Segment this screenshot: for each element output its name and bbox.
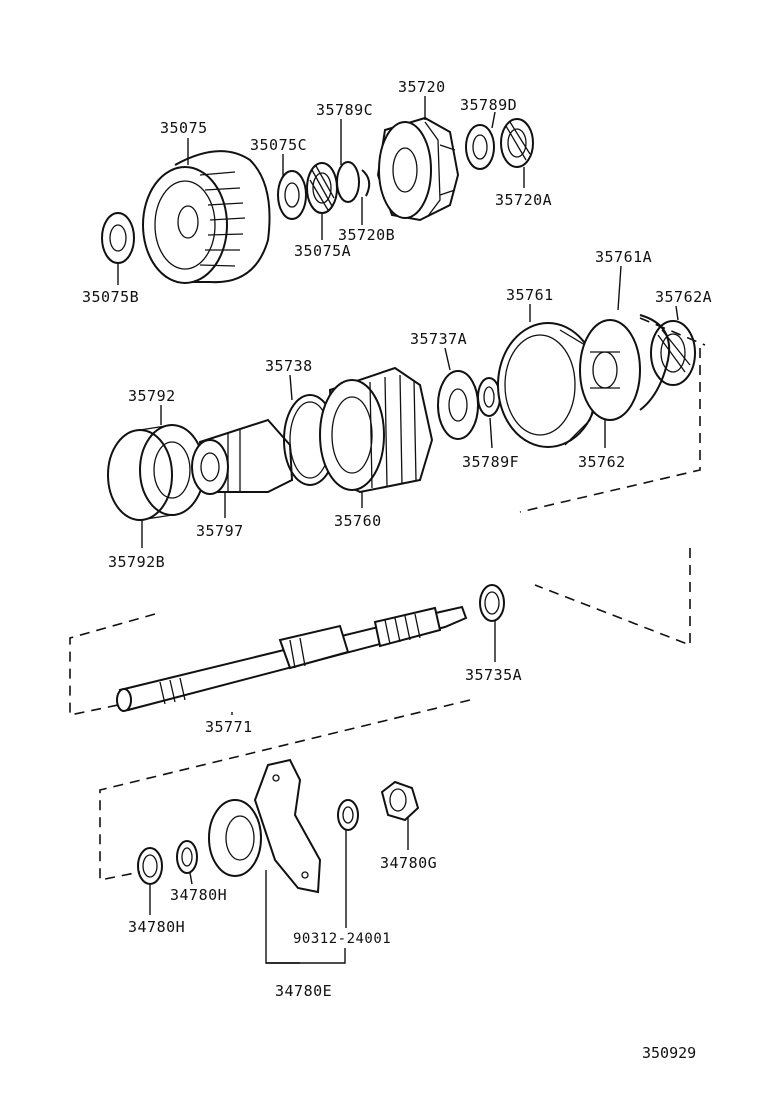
label-35761: 35761 bbox=[506, 286, 554, 304]
label-34780h-right: 34780H bbox=[170, 886, 227, 904]
label-35792: 35792 bbox=[128, 387, 176, 405]
gear-35760 bbox=[319, 366, 434, 494]
label-35789c: 35789C bbox=[316, 101, 373, 119]
ring-35735a bbox=[479, 584, 505, 622]
shaft-35771 bbox=[116, 605, 468, 712]
bearing-35720a bbox=[500, 118, 534, 168]
drum-35075 bbox=[142, 150, 271, 284]
label-35738: 35738 bbox=[265, 357, 313, 375]
washer-35075c bbox=[277, 170, 307, 220]
washer-34780h-right bbox=[176, 840, 198, 874]
label-35720: 35720 bbox=[398, 78, 446, 96]
diagram-reference-number: 350929 bbox=[642, 1044, 696, 1062]
label-34780h-left: 34780H bbox=[128, 918, 185, 936]
label-35797: 35797 bbox=[196, 522, 244, 540]
label-35762: 35762 bbox=[578, 453, 626, 471]
bearing-35792 bbox=[107, 424, 205, 521]
flange-34780e bbox=[208, 758, 322, 894]
label-35720b: 35720B bbox=[338, 226, 395, 244]
label-35789d: 35789D bbox=[460, 96, 517, 114]
label-35735a: 35735A bbox=[465, 666, 522, 684]
washer-34780h-left bbox=[137, 847, 163, 885]
label-35792b: 35792B bbox=[108, 553, 165, 571]
nut-34780g bbox=[380, 780, 420, 822]
label-35075: 35075 bbox=[160, 119, 208, 137]
label-35760: 35760 bbox=[334, 512, 382, 530]
washer-35789f bbox=[477, 377, 501, 417]
label-34780g: 34780G bbox=[380, 854, 437, 872]
washer-35789d bbox=[465, 124, 495, 170]
seal-90312-24001 bbox=[337, 799, 359, 831]
label-35761a: 35761A bbox=[595, 248, 652, 266]
sleeve-35797 bbox=[191, 418, 294, 495]
snap-ring-35761a bbox=[639, 314, 671, 411]
bearing-35762a bbox=[650, 320, 696, 386]
label-34780e: 34780E bbox=[275, 982, 332, 1000]
label-35762a: 35762A bbox=[655, 288, 712, 306]
carrier-35720 bbox=[376, 116, 460, 222]
label-35789f: 35789F bbox=[462, 453, 519, 471]
washer-35737a bbox=[437, 370, 479, 440]
ring-35720b bbox=[361, 169, 371, 197]
bearing-35075a bbox=[306, 162, 338, 214]
label-35075c: 35075C bbox=[250, 136, 307, 154]
label-35737a: 35737A bbox=[410, 330, 467, 348]
label-35075a: 35075A bbox=[294, 242, 351, 260]
snap-ring-35789c bbox=[336, 161, 360, 203]
label-90312-24001: 90312-24001 bbox=[293, 931, 391, 947]
flange-35762 bbox=[579, 319, 641, 421]
label-35720a: 35720A bbox=[495, 191, 552, 209]
label-35075b: 35075B bbox=[82, 288, 139, 306]
label-35771: 35771 bbox=[205, 718, 253, 736]
washer-35075b bbox=[101, 212, 135, 264]
